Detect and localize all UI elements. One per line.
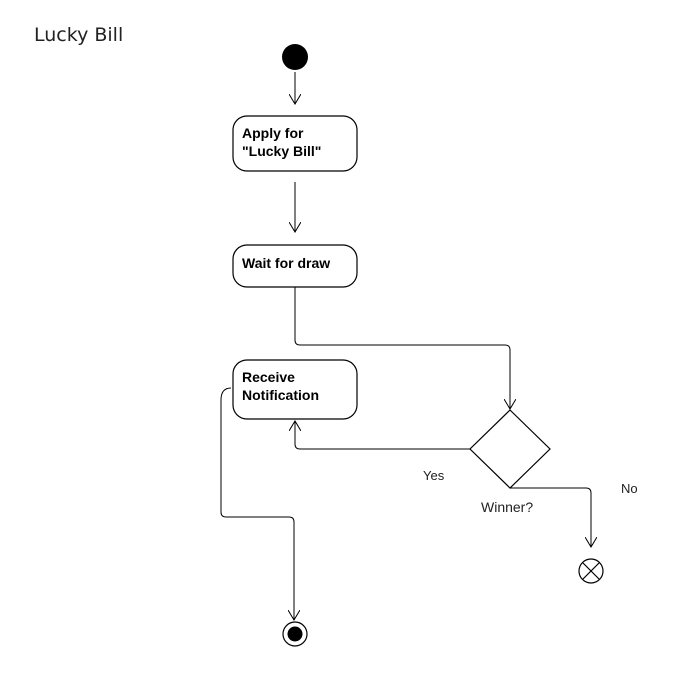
action-apply: Apply for "Lucky Bill" (232, 115, 358, 172)
guard-no-label: No (621, 481, 638, 496)
initial-node (282, 44, 308, 70)
guard-yes-label: Yes (423, 468, 445, 483)
edge-wait-to-decision (294, 287, 510, 409)
flow-final-node (578, 558, 604, 584)
action-wait: Wait for draw (232, 244, 358, 288)
action-apply-line-2: "Lucky Bill" (242, 143, 321, 159)
decision-node (469, 409, 551, 489)
edge-receive-to-end (220, 387, 294, 620)
decision-label: Winner? (481, 499, 533, 515)
action-apply-line-1: Apply for (242, 125, 304, 141)
edge-decision-yes (295, 421, 470, 450)
action-receive-line-2: Notification (242, 387, 319, 403)
activity-final-node (282, 621, 308, 647)
edge-decision-no (510, 487, 591, 547)
diagram-title: Lucky Bill (34, 24, 123, 46)
action-wait-line-1: Wait for draw (242, 255, 330, 271)
action-receive: Receive Notification (232, 359, 358, 420)
action-receive-line-1: Receive (242, 369, 295, 385)
